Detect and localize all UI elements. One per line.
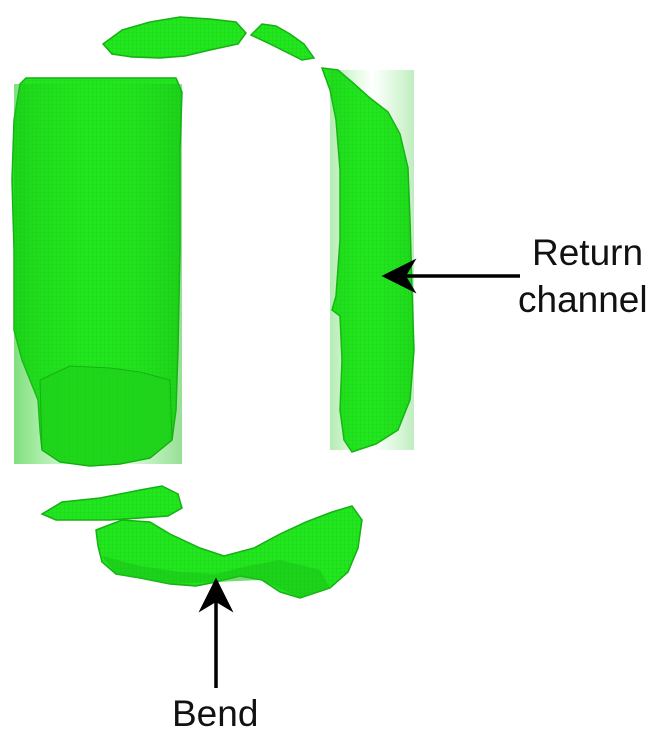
top-left-fragment: [103, 17, 246, 58]
return-channel-label-line2: channel: [518, 279, 648, 320]
return-channel-label-line1: Return: [532, 232, 643, 273]
top-center-fragment: [251, 24, 314, 60]
bottom-left-fragment: [42, 486, 182, 520]
right-column-shading: [330, 70, 414, 450]
bend-label: Bend: [172, 693, 258, 731]
left-column-base: [40, 366, 172, 466]
